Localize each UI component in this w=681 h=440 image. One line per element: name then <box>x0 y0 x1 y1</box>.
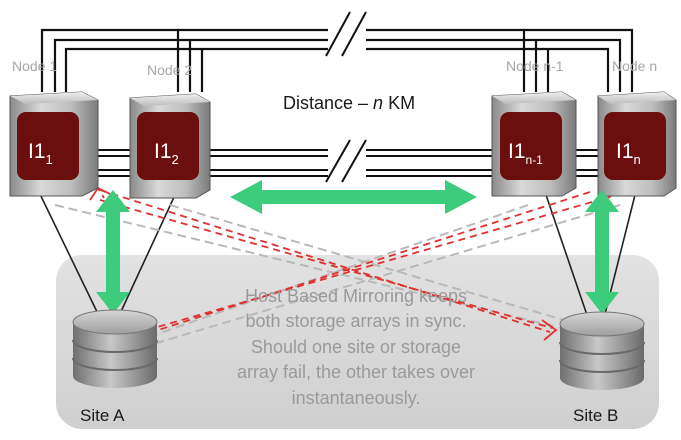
storage-disk-b <box>559 311 645 390</box>
storage-panel <box>56 255 659 429</box>
distance-label: Distance – n KM <box>283 93 415 113</box>
site-sync-arrow <box>230 180 477 214</box>
instance-box-2 <box>137 112 199 180</box>
cross-links-gray <box>54 204 621 346</box>
svg-text:instantaneously.: instantaneously. <box>292 388 421 408</box>
svg-text:I1n: I1n <box>616 140 641 167</box>
node-label-1: Node 1 <box>12 58 57 74</box>
server-node-4: I1n <box>597 91 677 197</box>
break-mark-middle <box>325 139 367 184</box>
svg-text:I12: I12 <box>154 140 179 167</box>
svg-text:array fail, the other takes ov: array fail, the other takes over <box>237 362 475 382</box>
instance-box-4 <box>604 112 666 180</box>
server-node-3: I1n-1 <box>491 91 577 197</box>
svg-text:I11: I11 <box>28 140 53 167</box>
node-label-3: Node n-1 <box>506 58 564 74</box>
svg-text:both storage arrays in sync.: both storage arrays in sync. <box>245 311 466 331</box>
storage-link-arrow-a <box>96 190 130 314</box>
node-label-2: Node 2 <box>147 62 192 78</box>
site-label-b: Site B <box>573 406 618 425</box>
svg-text:I1n-1: I1n-1 <box>508 140 543 167</box>
node-label-4: Node n <box>612 58 657 74</box>
server-node-2: I12 <box>129 93 211 199</box>
break-mark-top <box>325 11 367 58</box>
instance-box-3 <box>500 112 562 180</box>
storage-link-arrow-b <box>585 190 619 314</box>
instance-box-1 <box>17 112 79 180</box>
storage-caption: Host Based Mirroring keeps both storage … <box>237 286 475 408</box>
server-node-1: I11 <box>9 91 99 197</box>
storage-disk-a <box>72 309 158 388</box>
site-label-a: Site A <box>80 406 125 425</box>
svg-text:Host Based Mirroring keeps: Host Based Mirroring keeps <box>245 286 467 306</box>
svg-text:Should one site or storage: Should one site or storage <box>251 337 461 357</box>
